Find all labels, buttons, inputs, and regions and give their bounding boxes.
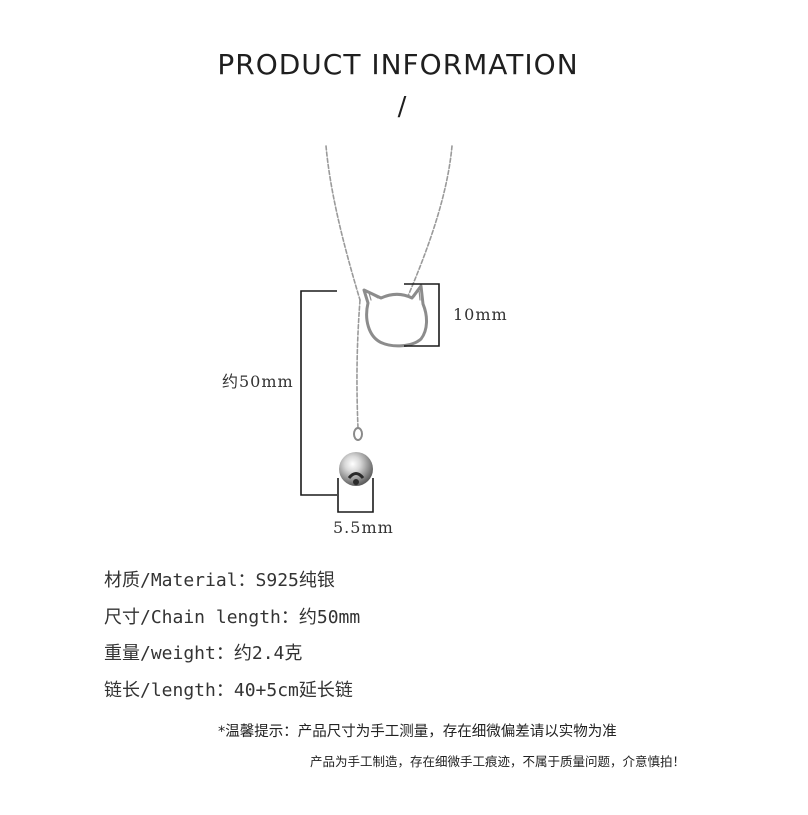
- dimension-bracket-5-5mm: [337, 478, 374, 513]
- handmade-notice: 产品为手工制造，存在细微手工痕迹，不属于质量问题，介意慎拍！: [310, 754, 686, 769]
- spec-chain-length: 尺寸/Chain length：约50mm: [104, 606, 361, 628]
- spec-list: 材质/Material：S925纯银 尺寸/Chain length：约50mm…: [104, 566, 360, 712]
- pendant-width-label: 10mm: [453, 305, 508, 324]
- cat-head-pendant-icon: [362, 284, 428, 348]
- spec-material: 材质/Material：S925纯银: [104, 570, 335, 591]
- dimension-bracket-10mm: [404, 283, 440, 347]
- spec-weight: 重量/weight：约2.4克: [104, 643, 303, 664]
- measurement-notice: *温馨提示：产品尺寸为手工测量，存在细微偏差请以实物为准: [218, 724, 617, 740]
- page-title: PRODUCT INFORMATION: [217, 48, 579, 81]
- bell-size-label: 5.5mm: [333, 518, 394, 537]
- drop-length-label: 约50mm: [222, 372, 294, 391]
- dimension-bracket-50mm: [300, 290, 337, 496]
- necklace-chain-icon: [325, 145, 453, 429]
- spec-length: 链长/length：40+5cm延长链: [104, 679, 353, 701]
- bell-charm-icon: [339, 427, 373, 486]
- product-illustration: [300, 145, 453, 513]
- title-separator: /: [397, 92, 407, 122]
